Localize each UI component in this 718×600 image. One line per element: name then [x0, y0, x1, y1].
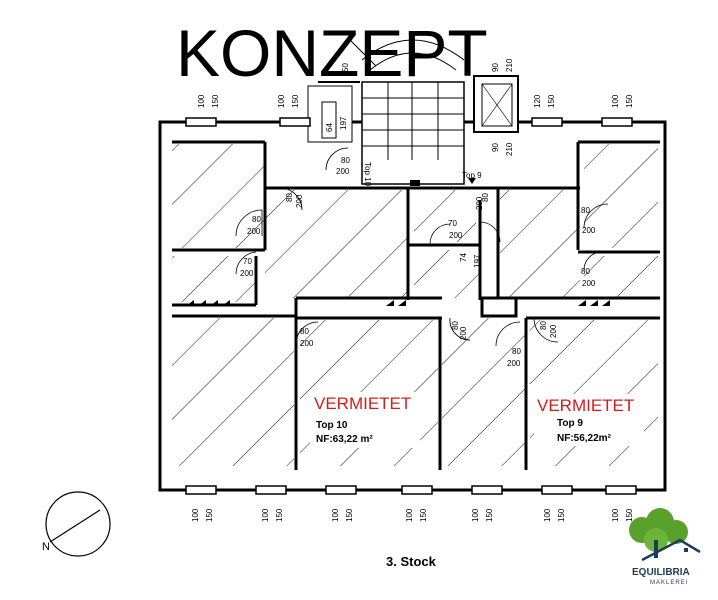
svg-text:200: 200	[247, 227, 261, 236]
svg-text:64: 64	[325, 123, 334, 132]
unit-top10-area: NF:63,22 m²	[316, 434, 373, 445]
svg-text:50: 50	[341, 63, 350, 72]
radiator-markers	[186, 300, 610, 306]
svg-text:100: 100	[471, 508, 480, 522]
svg-text:200: 200	[336, 167, 350, 176]
svg-text:100: 100	[261, 508, 270, 522]
svg-text:80: 80	[481, 193, 490, 202]
svg-text:200: 200	[582, 279, 596, 288]
svg-text:80: 80	[300, 327, 309, 336]
svg-text:200: 200	[549, 324, 558, 338]
unit-top10-status: VERMIETET	[314, 394, 411, 413]
stairwell	[307, 39, 465, 185]
svg-text:150: 150	[625, 94, 634, 108]
title-konzept: KONZEPT	[176, 16, 488, 90]
windows-top	[185, 117, 633, 127]
svg-text:90: 90	[491, 143, 500, 152]
svg-text:150: 150	[275, 508, 284, 522]
svg-text:80: 80	[252, 215, 261, 224]
unit-top9-area: NF:56,22m²	[557, 433, 612, 444]
svg-text:70: 70	[243, 257, 252, 266]
entry-marker-top10	[410, 180, 420, 186]
door-swings	[235, 147, 609, 347]
svg-text:210: 210	[505, 142, 514, 156]
unit-top10: VERMIETET Top 10 NF:63,22 m²	[310, 392, 420, 448]
svg-text:80: 80	[512, 347, 521, 356]
dimension-labels: 80 200 70 200 80 200 80 200 70 200 80 20…	[240, 58, 596, 368]
svg-text:200: 200	[449, 231, 463, 240]
svg-text:N: N	[42, 541, 50, 553]
svg-text:200: 200	[240, 269, 254, 278]
svg-text:100: 100	[191, 508, 200, 522]
svg-text:100: 100	[197, 94, 206, 108]
elevator	[473, 75, 519, 133]
dimension-labels-top: 100 150 100 150 120 150 100 150	[197, 94, 634, 108]
svg-text:100: 100	[611, 94, 620, 108]
svg-text:150: 150	[345, 508, 354, 522]
top9-entry-marker	[468, 178, 476, 184]
svg-text:100: 100	[277, 94, 286, 108]
svg-text:197: 197	[339, 116, 348, 130]
svg-text:150: 150	[205, 508, 214, 522]
svg-text:Top 10: Top 10	[363, 162, 372, 187]
brand-sub: MAKLEREI	[650, 580, 688, 586]
svg-text:150: 150	[419, 508, 428, 522]
brand-name: EQUILIBRIA	[632, 567, 690, 578]
svg-text:150: 150	[291, 94, 300, 108]
svg-text:210: 210	[505, 58, 514, 72]
unit-top9-status: VERMIETET	[537, 396, 634, 415]
svg-text:80: 80	[581, 267, 590, 276]
svg-text:Top 9: Top 9	[462, 171, 482, 180]
hatched-areas	[172, 144, 658, 466]
unit-top9: VERMIETET Top 9 NF:56,22m²	[534, 394, 644, 446]
svg-text:100: 100	[331, 508, 340, 522]
unit-top9-name: Top 9	[557, 418, 583, 429]
svg-text:74: 74	[459, 253, 468, 262]
svg-text:200: 200	[475, 196, 484, 210]
svg-text:150: 150	[557, 508, 566, 522]
north-arrow-icon: N	[42, 491, 111, 557]
svg-text:80: 80	[341, 156, 350, 165]
svg-text:200: 200	[459, 326, 468, 340]
svg-text:150: 150	[547, 94, 556, 108]
svg-text:90: 90	[491, 63, 500, 72]
svg-text:150: 150	[485, 508, 494, 522]
windows-bottom	[185, 485, 637, 495]
svg-text:100: 100	[405, 508, 414, 522]
svg-text:100: 100	[543, 508, 552, 522]
svg-text:80: 80	[539, 321, 548, 330]
svg-text:200: 200	[582, 226, 596, 235]
svg-text:70: 70	[448, 219, 457, 228]
svg-text:80: 80	[285, 193, 294, 202]
unit-top10-name: Top 10	[316, 420, 348, 431]
svg-text:100: 100	[611, 508, 620, 522]
svg-text:197: 197	[473, 254, 482, 268]
brand-logo: EQUILIBRIA MAKLEREI	[629, 508, 701, 586]
svg-text:200: 200	[507, 359, 521, 368]
svg-text:200: 200	[300, 339, 314, 348]
svg-text:150: 150	[625, 508, 634, 522]
svg-text:80: 80	[451, 321, 460, 330]
svg-text:150: 150	[211, 94, 220, 108]
svg-text:120: 120	[533, 94, 542, 108]
svg-text:80: 80	[581, 206, 590, 215]
floor-label: 3. Stock	[386, 554, 437, 569]
dimension-labels-bottom: 100 150 100 150 100 150 100 150 100 150 …	[191, 508, 634, 522]
svg-text:200: 200	[295, 194, 304, 208]
